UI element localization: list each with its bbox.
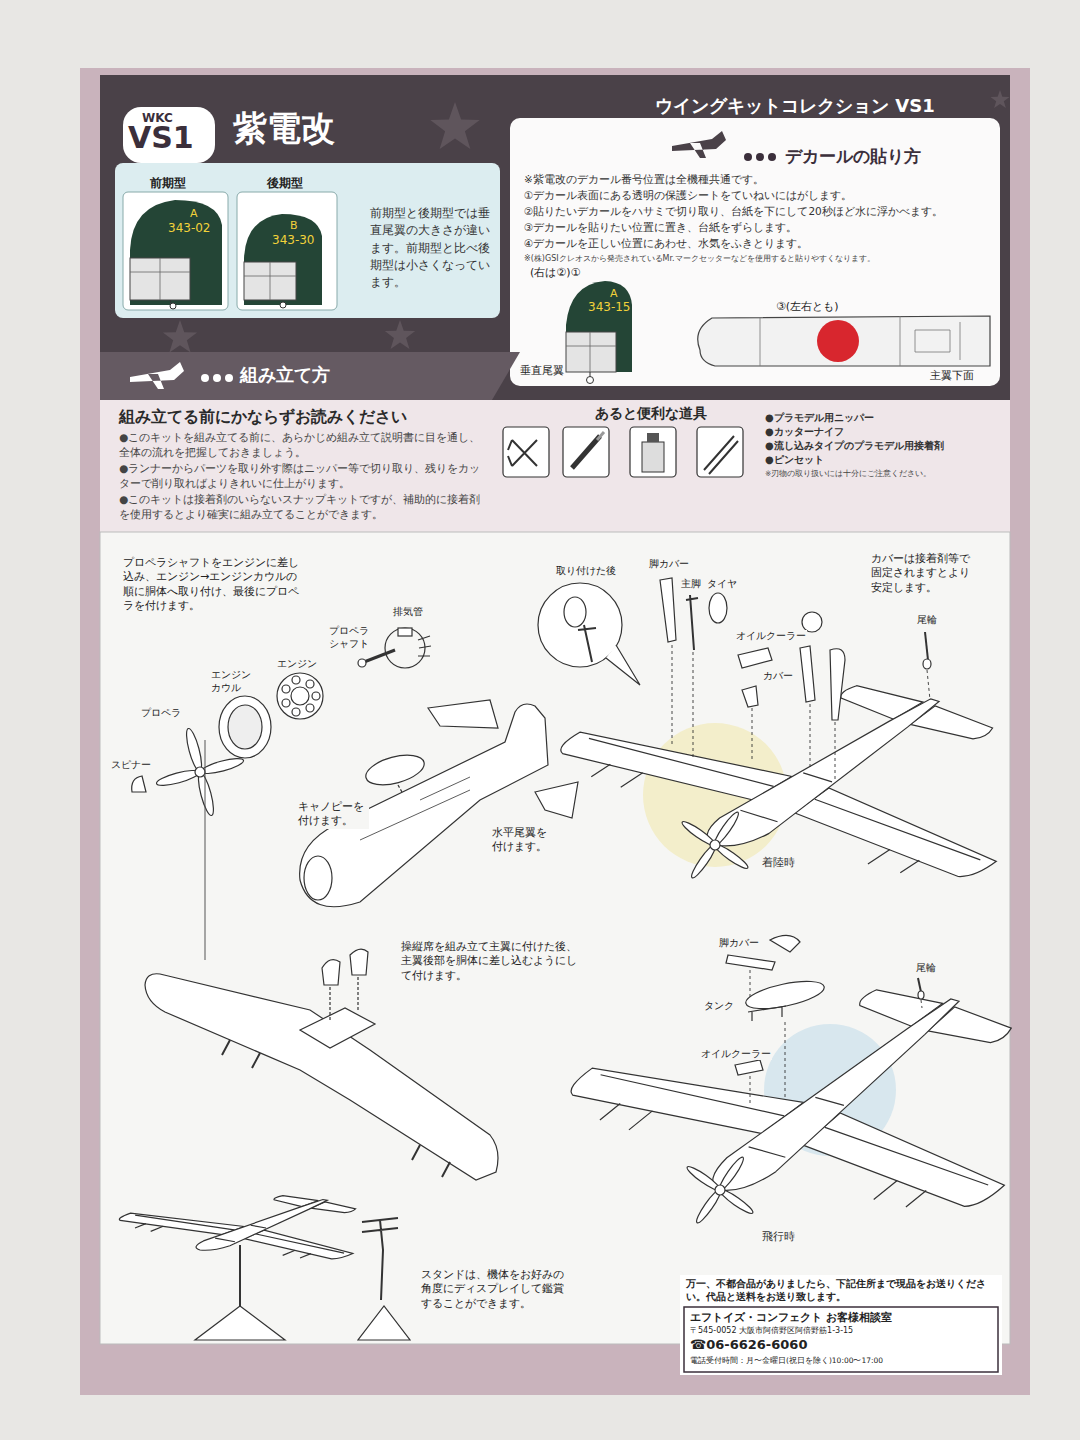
notice-panel: 組み立てる前にかならずお読みください ●このキットを組み立てる前に、あらかじめ組み… — [115, 404, 500, 530]
part-label: エンジンカウル — [210, 668, 254, 694]
panel-text: ※紫電改のデカール番号位置は全機種共通です。 — [524, 172, 994, 188]
part-label: 脚カバー — [648, 558, 690, 570]
part-label: オイルクーラー — [700, 1048, 772, 1060]
part-label: プロペラシャフトをエンジンに差し込み、エンジン→エンジンカウルの順に胴体へ取り付… — [122, 556, 309, 613]
panel-text: ※(株)GSIクレオスから発売されているMr.マークセッターなどを使用すると貼り… — [524, 253, 994, 264]
decal-label: 343-30 — [272, 233, 315, 249]
panel-text: ●このキットは接着剤のいらないスナップキットですが、補助的に接着剤を使用するとよ… — [119, 492, 491, 522]
panel-text: 電話受付時間：月〜金曜日(祝日を除く)10:00〜17:00 — [690, 1356, 883, 1365]
panel-text: ③デカールを貼りたい位置に置き、台紙をずらします。 — [524, 220, 994, 236]
decal-label: 主翼下面 — [930, 369, 974, 383]
part-label: 尾輪 — [915, 962, 937, 974]
part-label: 取り付けた後 — [555, 565, 617, 577]
part-label: キャノピーを付けます。 — [297, 800, 369, 829]
part-label: スピナー — [110, 758, 152, 771]
part-label: カバーは接着剤等で固定されますとより安定します。 — [870, 552, 977, 595]
part-label: 排気管 — [392, 605, 424, 618]
panel-text: ①デカール表面にある透明の保護シートをていねいにはがします。 — [524, 188, 994, 204]
header-label: ウイングキットコレクション VS1 — [655, 94, 935, 117]
panel-text: ●流し込みタイプのプラモデル用接着剤 — [765, 439, 944, 453]
part-label: タイヤ — [706, 578, 738, 590]
decal-label: B — [290, 219, 298, 233]
contact-box: 万一、不都合品がありましたら、下記住所まで現品をお送りください。代品と送料をお送… — [680, 1278, 1002, 1376]
part-label: カバー — [762, 670, 794, 682]
panel-text: ②貼りたいデカールをハサミで切り取り、台紙を下にして20秒ほど水に浮かべます。 — [524, 204, 994, 220]
decal-label: 後期型 — [267, 176, 303, 192]
part-label: 飛行時 — [762, 1230, 795, 1244]
panel-text: エフトイズ・コンフェクト お客様相談室 — [690, 1311, 892, 1324]
panel-text: ●カッターナイフ — [765, 425, 844, 439]
decal-label: 前期型 — [150, 176, 186, 192]
panel-heading: 万一、不都合品がありましたら、下記住所まで現品をお送りください。代品と送料をお送… — [686, 1278, 994, 1304]
decal-label: ③(左右とも) — [776, 300, 838, 314]
panel-text: ※刃物の取り扱いには十分にご注意ください。 — [765, 469, 931, 479]
panel-heading: 組み立てる前にかならずお読みください — [119, 407, 499, 427]
header-label: VS1 — [128, 123, 194, 153]
panel-heading: 組み立て方 — [240, 364, 330, 386]
part-label: スタンドは、機体をお好みの角度にディスプレイして鑑賞することができます。 — [420, 1268, 572, 1311]
part-label: 水平尾翼を付けます。 — [491, 826, 553, 855]
panel-text: ●このキットを組み立てる前に、あらかじめ組み立て説明書に目を通し、全体の流れを把… — [119, 430, 491, 460]
panel-text: ●ピンセット — [765, 453, 824, 467]
decal-label: (右は②)① — [530, 266, 580, 280]
section-band: 組み立て方 — [100, 352, 490, 402]
panel-text: ●ランナーからパーツを取り外す際はニッパー等で切り取り、残りをカッターで削り取れ… — [119, 461, 491, 491]
part-label: 尾輪 — [916, 614, 938, 626]
part-label: エンジン — [276, 657, 318, 670]
part-label: タンク — [703, 1000, 735, 1012]
panel-heading: 前期型と後期型では垂直尾翼の大きさが違います。前期型と比べ後期型は小さくなってい… — [370, 205, 492, 291]
part-label: オイルクーラー — [735, 630, 807, 642]
decal-label: 343-02 — [168, 221, 211, 237]
decal-label: A — [190, 207, 198, 221]
part-label: 主脚 — [680, 578, 702, 590]
panel-text: 〒545-0052 大阪市阿倍野区阿倍野筋1-3-15 — [690, 1326, 853, 1336]
panel-text: ☎06-6626-6060 — [690, 1337, 807, 1353]
decal-label: A — [610, 287, 618, 301]
part-label: 着陸時 — [762, 856, 795, 870]
part-label: プロペラシャフト — [328, 624, 374, 650]
panel-heading: デカールの貼り方 — [785, 146, 921, 166]
decal-label: 垂直尾翼 — [520, 364, 564, 378]
panel-text: ●プラモデル用ニッパー — [765, 411, 874, 425]
part-label: 脚カバー — [718, 937, 760, 949]
decal-panel: デカールの貼り方 ※紫電改のデカール番号位置は全機種共通です。①デカール表面にある… — [510, 118, 1000, 388]
panel-text: ④デカールを正しい位置にあわせ、水気をふきとります。 — [524, 236, 994, 252]
part-label: プロペラ — [140, 706, 182, 719]
panel-heading: あると便利な道具 — [595, 405, 707, 423]
part-label: 操縦席を組み立て主翼に付けた後、主翼後部を胴体に差し込むようにして付けます。 — [400, 940, 582, 983]
title-text: 紫電改 — [233, 108, 335, 149]
tools-panel: あると便利な道具 ●プラモデル用ニッパー●カッターナイフ●流し込みタイプのプラモデ… — [500, 403, 1000, 497]
decal-label: 343-15 — [588, 300, 631, 316]
